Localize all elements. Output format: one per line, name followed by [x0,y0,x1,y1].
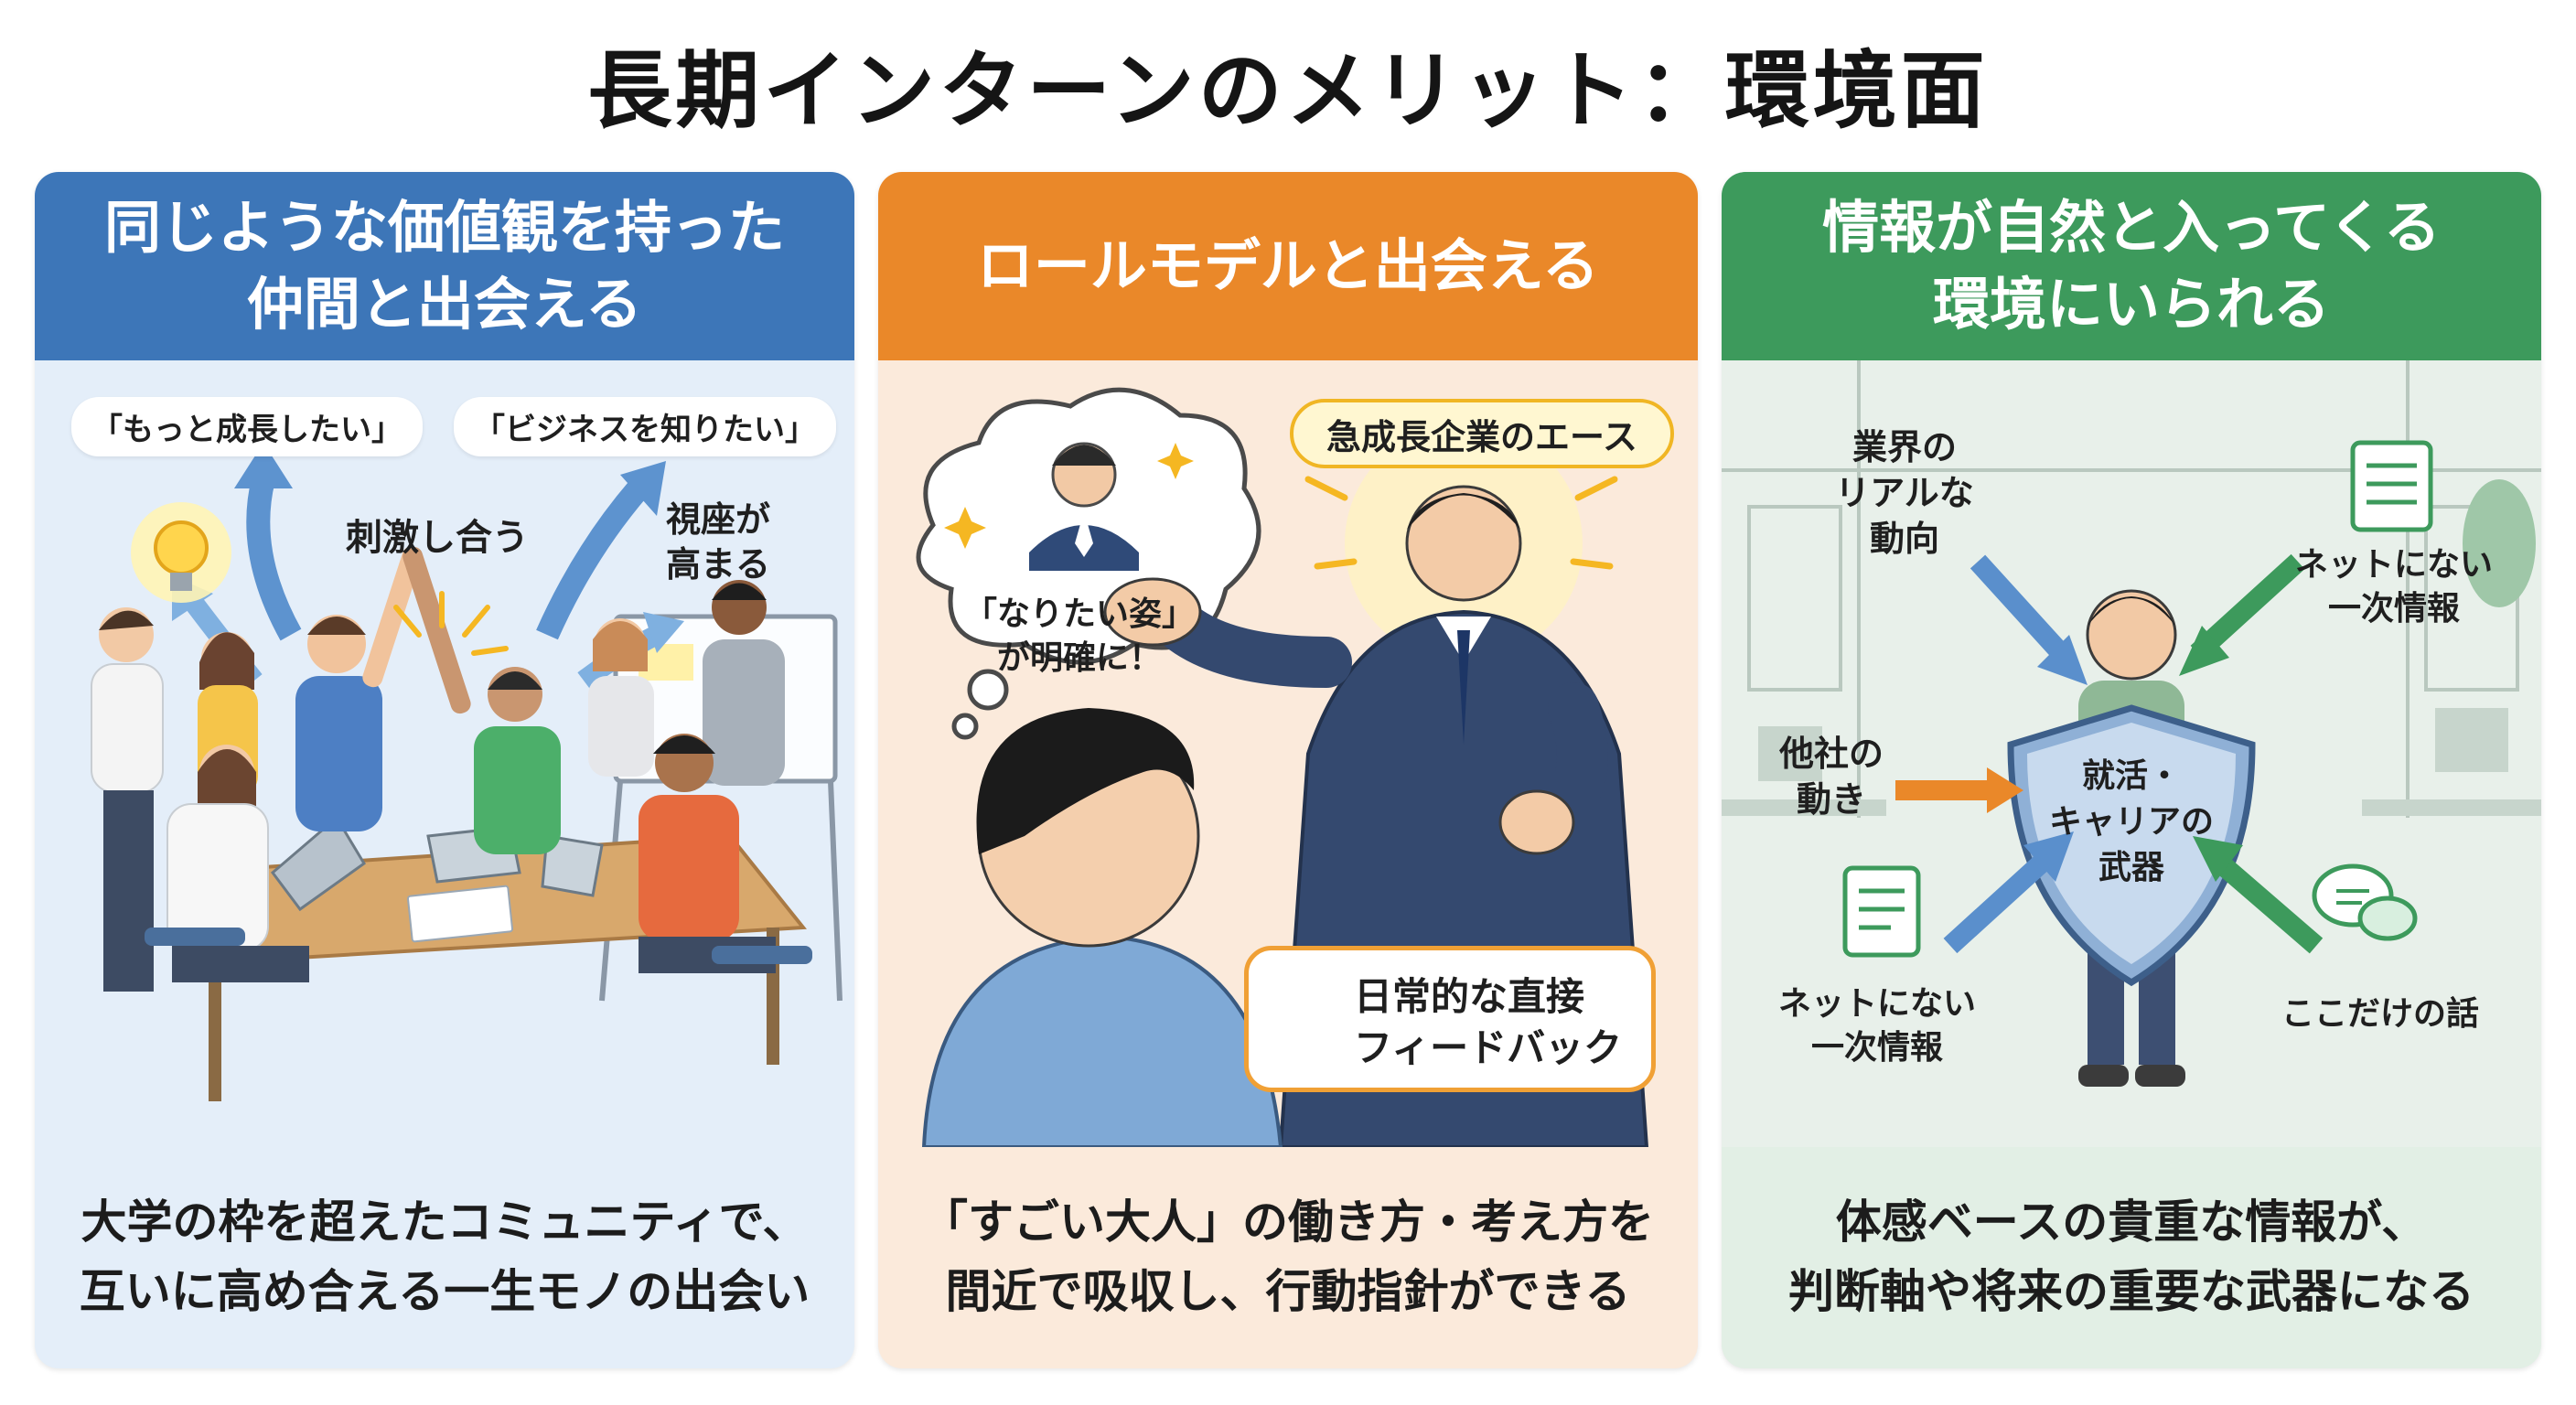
label-industry-trend-line1: 業界の [1852,427,1957,467]
label-primary-info-top: ネットにない 一次情報 [2280,543,2508,631]
feedback-bubble [1244,946,1656,1092]
quote-business: 「ビジネスを知りたい」 [454,397,836,456]
panel-role-model-header-line1: ロールモデルと出会える [976,232,1600,299]
label-industry-trend-line2: リアルな [1835,473,1974,513]
label-other-companies-line1: 他社の [1778,734,1884,774]
panel-role-model: ロールモデルと出会える [878,172,1698,1368]
label-perspective: 視座が 高まる [666,498,770,588]
quote-grow: 「もっと成長したい」 [71,397,423,456]
thought-line1: 「なりたい姿」 [963,595,1195,633]
panel-role-model-caption-line2: 間近で吸収し、行動指針ができる [945,1265,1631,1318]
panel-peers-header: 同じような価値観を持った 仲間と出会える [35,172,854,360]
panel-information-header: 情報が自然と入ってくる 環境にいられる [1722,172,2541,360]
panel-information-header-line2: 環境にいられる [1932,271,2330,338]
label-perspective-line1: 視座が [666,499,771,540]
thought-text: 「なりたい姿」 が明確に！ [961,593,1198,681]
panel-peers-caption: 大学の枠を超えたコミュニティで、 互いに高め合える一生モノの出会い [35,1165,854,1348]
shield-line3: 武器 [2098,849,2164,886]
role-model-illustration: 「なりたい姿」 が明確に！ 急成長企業のエース 日常的な直接 フィードバック [878,360,1698,1147]
peers-illustration: 「もっと成長したい」 「ビジネスを知りたい」 刺激し合う 視座が 高まる [35,360,854,1147]
newspaper-icon [2350,440,2433,532]
panel-peers-header-line1: 同じような価値観を持った [103,194,785,261]
label-perspective-line2: 高まる [666,544,771,585]
label-stimulate: 刺激し合う [346,517,529,559]
label-other-companies: 他社の 動き [1767,731,1895,822]
panel-information-header-line1: 情報が自然と入ってくる [1822,194,2441,261]
panel-peers-caption-line1: 大学の枠を超えたコミュニティで、 [80,1196,809,1249]
document-icon [1842,865,1921,958]
feedback-line1: 日常的な直接 [1354,974,1585,1019]
panel-role-model-header: ロールモデルと出会える [878,172,1698,360]
label-primary-info-bottom-line1: ネットにない [1777,985,1976,1023]
panel-peers: 同じような価値観を持った 仲間と出会える [35,172,854,1368]
page-title: 長期インターンのメリット：環境面 [587,42,1989,140]
panel-information: 情報が自然と入ってくる 環境にいられる [1722,172,2541,1368]
ace-bubble: 急成長企業のエース [1290,399,1674,468]
shield-line1: 就活・ [2081,757,2181,795]
panel-information-caption-line2: 判断軸や将来の重要な武器になる [1788,1265,2474,1318]
label-primary-info-bottom-line2: 一次情報 [1810,1029,1943,1067]
panel-peers-header-line2: 仲間と出会える [246,271,643,338]
panel-information-caption: 体感ベースの貴重な情報が、 判断軸や将来の重要な武器になる [1722,1165,2541,1348]
shield-text: 就活・ キャリアの 武器 [2031,754,2232,891]
panel-peers-caption-line2: 互いに高め合える一生モノの出会い [79,1265,810,1318]
label-primary-info-top-line1: ネットにない [2294,546,2493,584]
feedback-line2: フィードバック [1354,1025,1623,1070]
information-illustration: 業界の リアルな 動向 ネットにない 一次情報 他社の 動き ネットにない 一次… [1722,360,2541,1147]
label-primary-info-top-line2: 一次情報 [2327,590,2460,627]
panel-role-model-caption-line1: 「すごい大人」の働き方・考え方を [922,1196,1654,1249]
panel-role-model-caption: 「すごい大人」の働き方・考え方を 間近で吸収し、行動指針ができる [878,1165,1698,1348]
label-exclusive-talk: ここだけの話 [2281,995,2479,1033]
shield-line2: キャリアの [2048,803,2214,841]
chat-icon [2312,863,2418,941]
label-industry-trend-line3: 動向 [1869,519,1939,559]
label-industry-trend: 業界の リアルな 動向 [1813,424,1996,562]
thought-line2: が明確に！ [996,639,1162,677]
label-other-companies-line2: 動き [1796,779,1866,820]
label-primary-info-bottom: ネットにない 一次情報 [1758,982,1996,1070]
panel-information-caption-line1: 体感ベースの貴重な情報が、 [1835,1196,2428,1249]
feedback-text: 日常的な直接 フィードバック [1354,971,1647,1074]
